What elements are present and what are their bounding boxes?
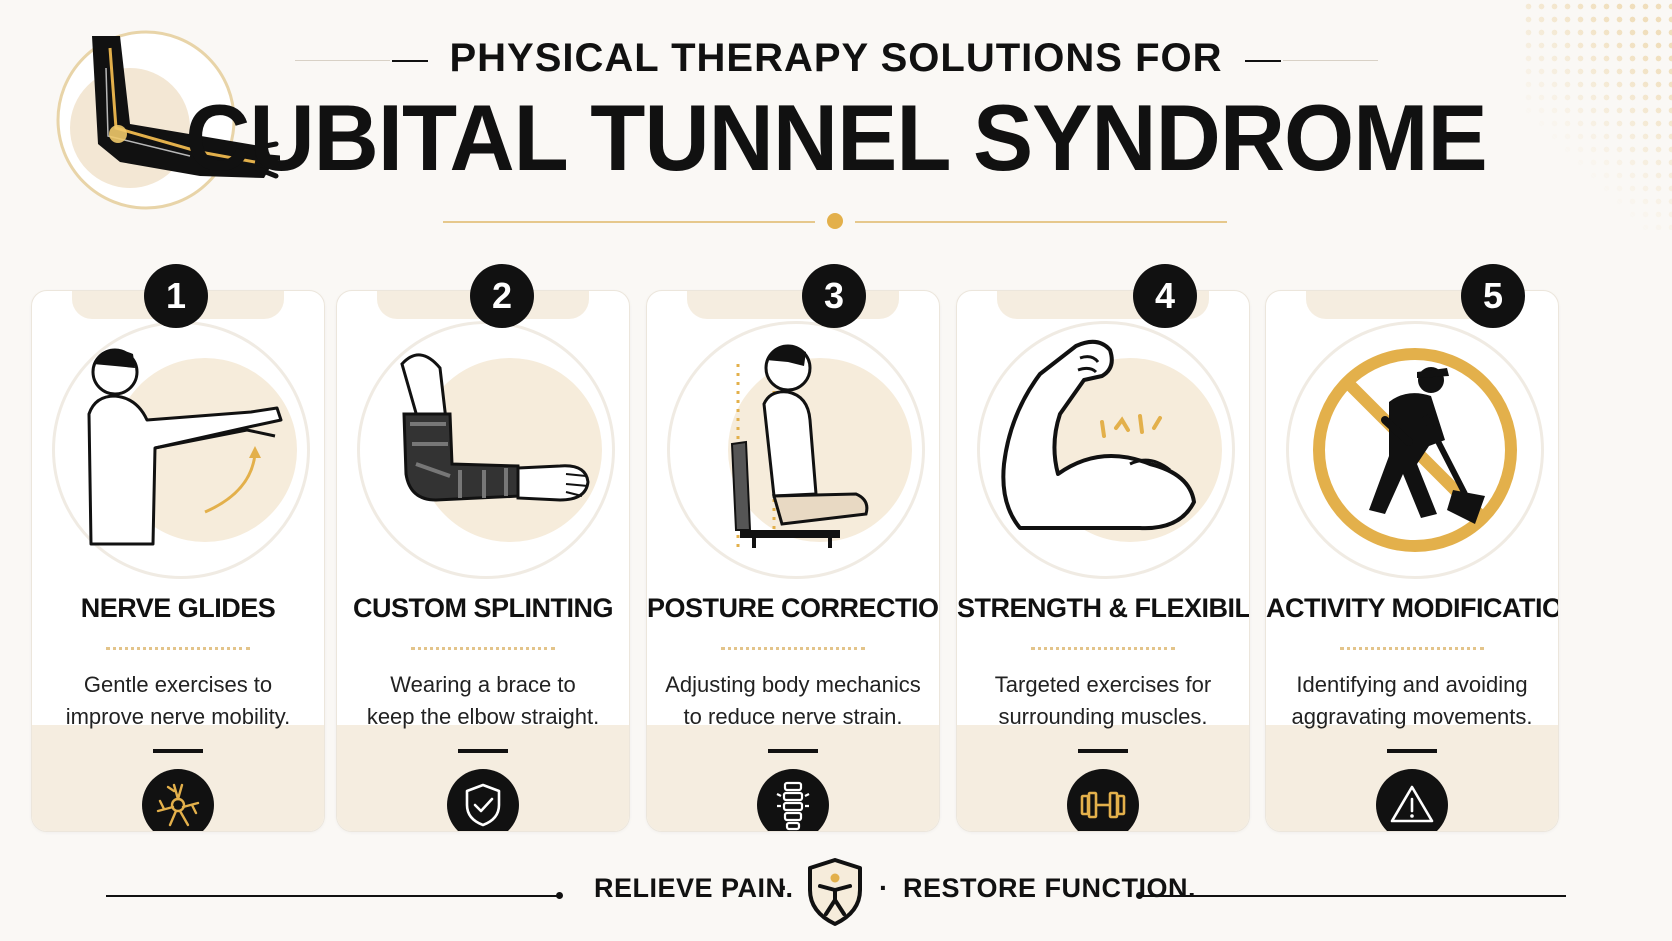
dotted-divider <box>1031 647 1175 650</box>
card-description: Wearing a brace to keep the elbow straig… <box>337 669 629 733</box>
footer-rule-left-end <box>556 892 563 899</box>
illustration-circle <box>977 321 1235 579</box>
card-divider-dash <box>768 749 818 753</box>
seated-posture-illustration <box>730 344 869 550</box>
footer-rule-right <box>1140 895 1566 897</box>
step-number-1: 1 <box>144 264 208 328</box>
card-divider-dash <box>153 749 203 753</box>
header-rule-left <box>295 60 390 61</box>
footer-separator-left: · <box>779 872 789 903</box>
solution-card-nerve-glides: NERVE GLIDES Gentle exercises to improve… <box>31 290 325 832</box>
footer-tagline-left: RELIEVE PAIN. <box>594 873 794 903</box>
card-description: Adjusting body mechanics to reduce nerve… <box>647 669 939 733</box>
spine-icon <box>757 769 829 831</box>
card-title: STRENGTH & FLEXIBILITY <box>957 593 1250 623</box>
dotted-divider <box>106 647 250 650</box>
card-title: CUSTOM SPLINTING <box>352 593 614 623</box>
illustration-circle <box>1286 321 1544 579</box>
shield-figure-logo-icon <box>804 856 866 928</box>
illustration-circle <box>357 321 615 579</box>
decorative-dot-pattern <box>1522 0 1672 230</box>
card-description-line-2: surrounding muscles. <box>998 704 1208 729</box>
card-title: POSTURE CORRECTION <box>647 593 940 623</box>
title-underline-left <box>443 221 815 223</box>
card-title: ACTIVITY MODIFICATION <box>1266 593 1559 623</box>
card-description-line-1: Gentle exercises to <box>83 672 273 697</box>
footer-rule-left <box>106 895 558 897</box>
illustration-circle <box>667 321 925 579</box>
card-divider-dash <box>458 749 508 753</box>
title-underline-right <box>855 221 1227 223</box>
page-title: CUBITAL TUNNEL SYNDROME <box>185 85 1487 190</box>
header-dash-left <box>392 60 428 62</box>
header-rule-right <box>1283 60 1378 61</box>
shield-check-icon <box>447 769 519 831</box>
footer-rule-right-end <box>1136 892 1143 899</box>
step-number-5: 5 <box>1461 264 1525 328</box>
card-description-line-2: aggravating movements. <box>1291 704 1533 729</box>
arm-nerve-illustration <box>50 28 283 214</box>
card-description-line-1: Identifying and avoiding <box>1296 672 1528 697</box>
dotted-divider <box>411 647 555 650</box>
dotted-divider <box>721 647 865 650</box>
card-description-line-1: Wearing a brace to <box>390 672 576 697</box>
nerve-glide-person-illustration <box>87 348 283 546</box>
no-digging-illustration <box>1313 348 1517 552</box>
card-title: NERVE GLIDES <box>80 593 276 623</box>
solution-card-activity-modification: ACTIVITY MODIFICATION Identifying and av… <box>1265 290 1559 832</box>
card-divider-dash <box>1387 749 1437 753</box>
header-dash-right <box>1245 60 1281 62</box>
flexed-bicep-illustration <box>1001 339 1196 531</box>
solution-card-strength-flexibility: STRENGTH & FLEXIBILITY Targeted exercise… <box>956 290 1250 832</box>
title-underline-dot <box>827 213 843 229</box>
dumbbell-icon <box>1067 769 1139 831</box>
step-number-2: 2 <box>470 264 534 328</box>
elbow-brace-illustration <box>400 353 590 502</box>
step-number-3: 3 <box>802 264 866 328</box>
card-divider-dash <box>1078 749 1128 753</box>
step-number-4: 4 <box>1133 264 1197 328</box>
page-subtitle: PHYSICAL THERAPY SOLUTIONS FOR <box>449 36 1223 80</box>
solution-card-custom-splinting: CUSTOM SPLINTING Wearing a brace to keep… <box>336 290 630 832</box>
card-description-line-1: Targeted exercises for <box>994 672 1212 697</box>
card-description: Identifying and avoiding aggravating mov… <box>1266 669 1558 733</box>
footer-tagline-right: RESTORE FUNCTION. <box>903 873 1197 903</box>
card-description-line-1: Adjusting body mechanics <box>665 672 921 697</box>
card-description: Gentle exercises to improve nerve mobili… <box>32 669 324 733</box>
card-description: Targeted exercises for surrounding muscl… <box>957 669 1249 733</box>
footer-separator-right: · <box>879 872 889 903</box>
card-description-line-2: to reduce nerve strain. <box>683 704 903 729</box>
warning-icon <box>1376 769 1448 831</box>
card-description-line-2: improve nerve mobility. <box>65 704 291 729</box>
illustration-circle <box>52 321 310 579</box>
nerve-icon <box>142 769 214 831</box>
dotted-divider <box>1340 647 1484 650</box>
card-description-line-2: keep the elbow straight. <box>366 704 600 729</box>
solution-card-posture-correction: POSTURE CORRECTION Adjusting body mechan… <box>646 290 940 832</box>
